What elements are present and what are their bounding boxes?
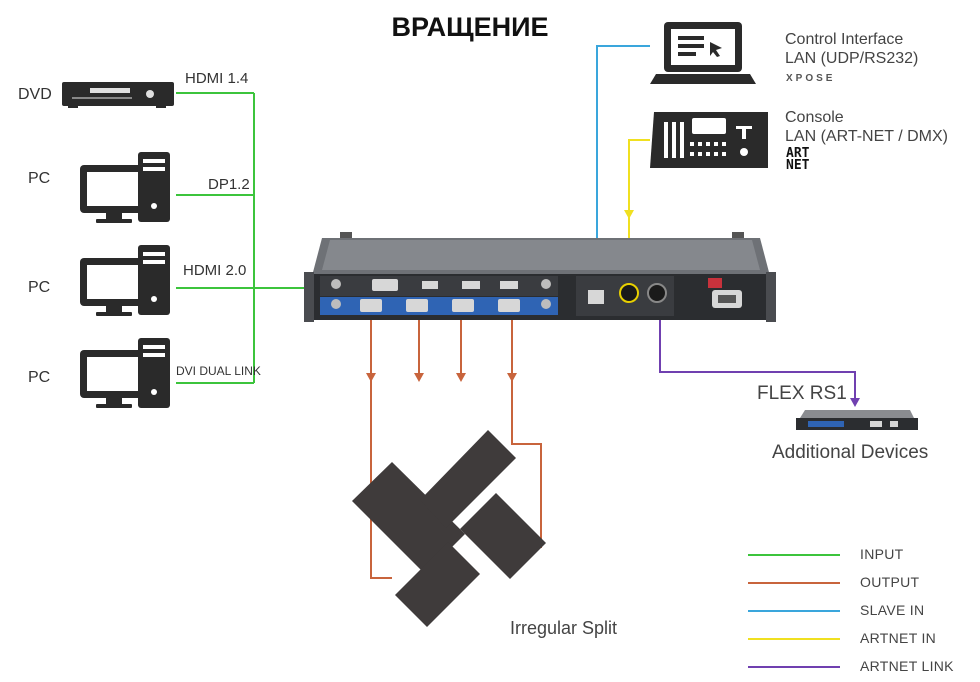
pc-icon — [80, 245, 170, 316]
control-interface-protocol: LAN (UDP/RS232) — [785, 50, 919, 67]
artnet-logo: ART NET — [786, 146, 810, 173]
flex-device-icon — [796, 410, 918, 430]
signal-label-hdmi20: HDMI 2.0 — [183, 262, 247, 279]
artnet-link-wire — [659, 300, 860, 407]
artnet-logo-line1: ART — [786, 146, 810, 161]
legend-label-artnet-in: ARTNET IN — [860, 630, 937, 646]
screen-panel — [420, 430, 516, 528]
signal-label-hdmi14: HDMI 1.4 — [185, 70, 249, 87]
source-label-pc-1: PC — [28, 170, 51, 187]
legend-label-artnet-link: ARTNET LINK — [860, 658, 954, 674]
signal-label-dvi: DVI DUAL LINK — [176, 364, 261, 378]
legend-label-slave-in: SLAVE IN — [860, 602, 925, 618]
irregular-split-label: Irregular Split — [510, 618, 618, 638]
control-interface-label: Control Interface — [785, 31, 904, 48]
console-icon — [650, 112, 768, 168]
legend-label-input: INPUT — [860, 546, 904, 562]
artnet-logo-line2: NET — [786, 158, 810, 173]
console-protocol: LAN (ART-NET / DMX) — [785, 128, 948, 145]
source-label-pc-2: PC — [28, 279, 51, 296]
irregular-split-screens — [352, 430, 546, 627]
video-processor-device — [304, 232, 776, 322]
laptop-icon — [650, 22, 756, 84]
legend-lines — [748, 554, 840, 668]
flex-device-label: FLEX RS1 — [757, 383, 847, 404]
signal-label-dp12: DP1.2 — [208, 176, 250, 193]
pc-icon — [80, 338, 170, 408]
screen-panel — [460, 493, 546, 579]
xpose-logo: XPOSE — [786, 73, 836, 84]
page-title: ВРАЩЕНИЕ — [391, 12, 549, 42]
source-label-pc-3: PC — [28, 369, 51, 386]
dvd-player-icon — [62, 82, 174, 108]
pc-icon — [80, 152, 170, 223]
console-label: Console — [785, 109, 844, 126]
artnet-in-wire — [624, 139, 650, 282]
source-label-dvd: DVD — [18, 86, 52, 103]
legend-label-output: OUTPUT — [860, 574, 920, 590]
additional-devices-label: Additional Devices — [772, 442, 929, 463]
screen-panel — [352, 462, 465, 574]
screen-panel — [395, 542, 480, 627]
